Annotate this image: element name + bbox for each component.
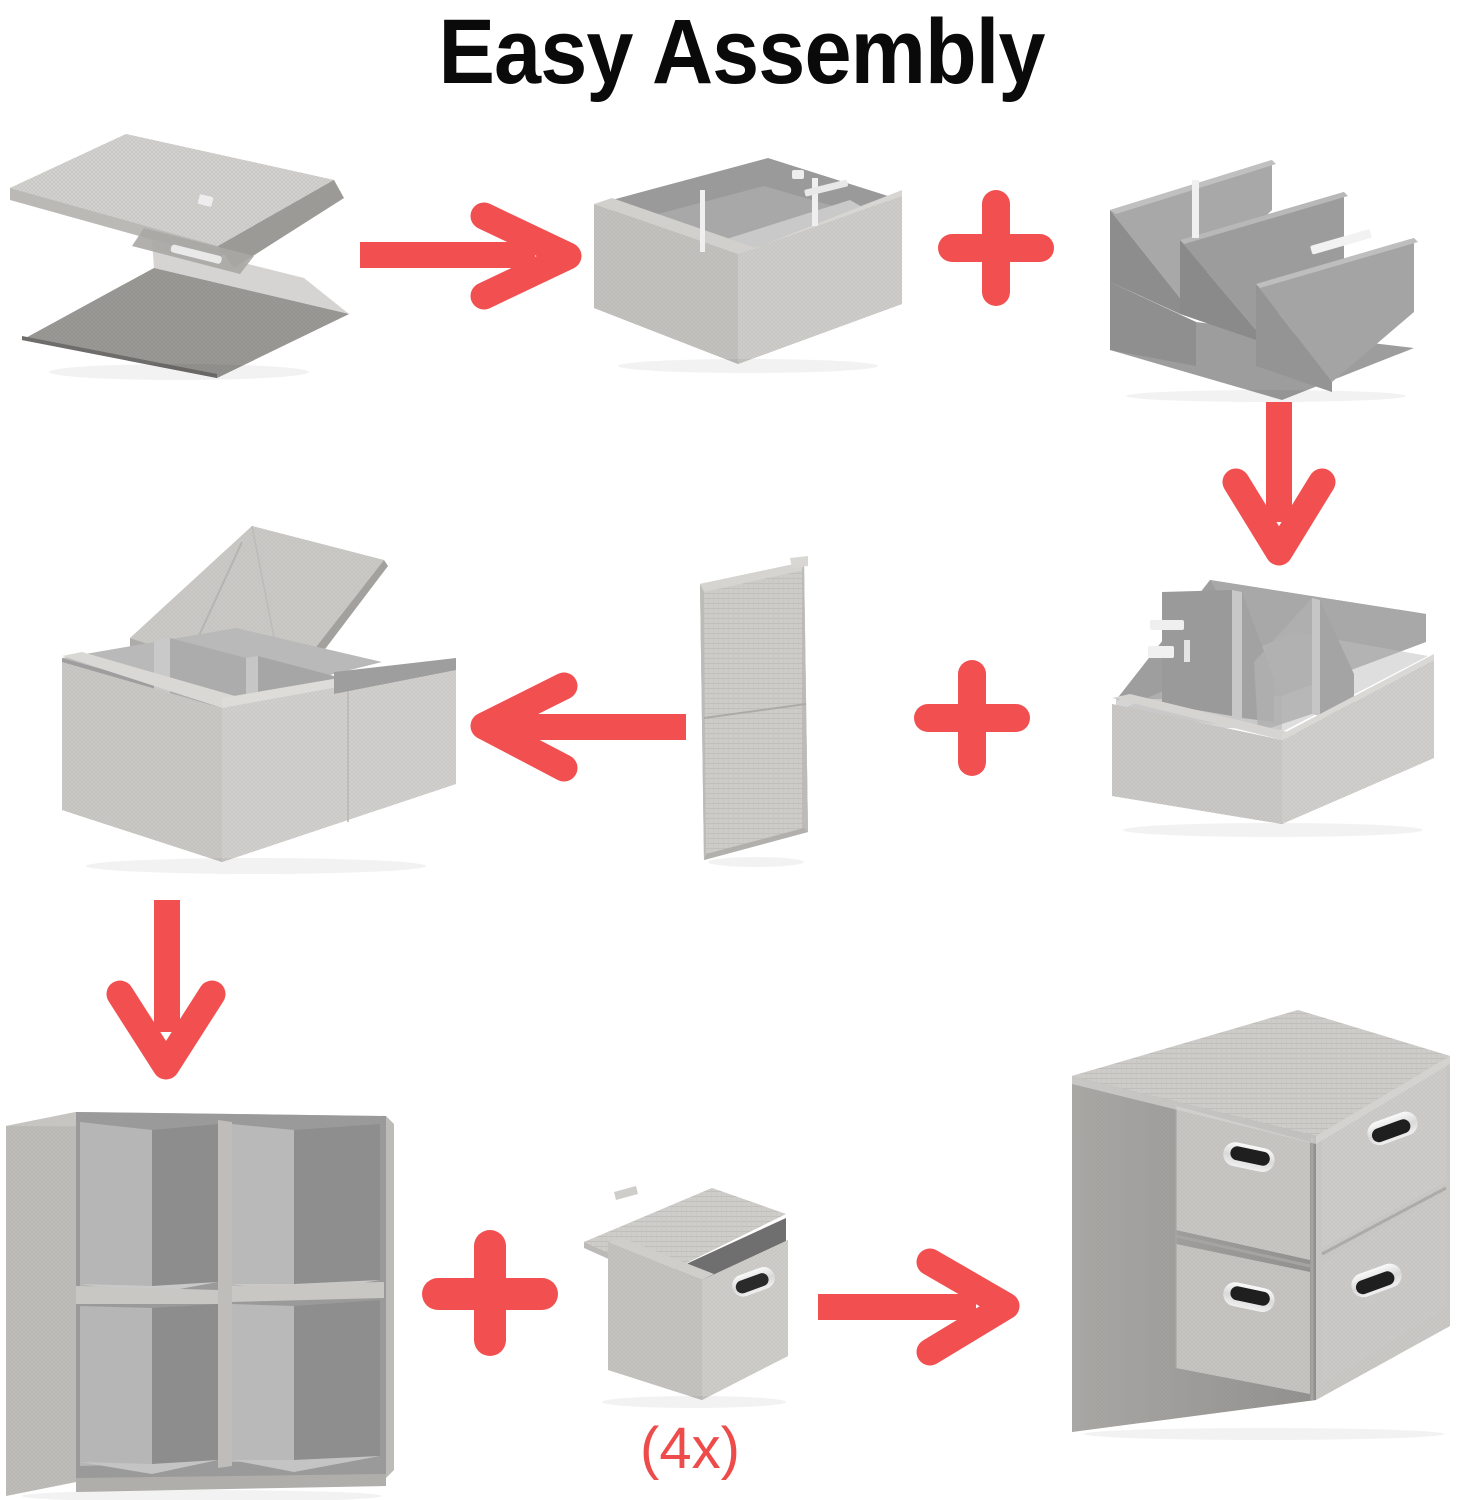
arrow-down-icon: [94, 896, 244, 1086]
arrow-right-icon: [356, 196, 596, 316]
bin-handle-icon: [1223, 1142, 1275, 1173]
step-box-with-open-lid: [36, 516, 466, 886]
velcro-strip: [170, 244, 222, 264]
arrow-left-icon: [466, 664, 690, 790]
step-assembled-open-box: [588, 152, 908, 380]
step-box-with-dividers: [1098, 562, 1446, 854]
velcro-strip: [1184, 640, 1190, 662]
step-divider-panel-insert: [1096, 152, 1426, 402]
velcro-strip: [1192, 180, 1199, 238]
page-title: Easy Assembly: [438, 1, 1046, 103]
step-final-assembled-unit: [1054, 996, 1462, 1440]
step-four-cube-frame: [2, 1094, 414, 1500]
step-storage-bin-with-lid: [574, 1184, 802, 1410]
velcro-tab: [1148, 646, 1174, 658]
plus-icon: [906, 652, 1038, 784]
bin-handle-icon: [1351, 1263, 1402, 1298]
plus-icon: [930, 182, 1062, 314]
bin-quantity-label: (4x): [640, 1416, 740, 1481]
bin-handle-icon: [732, 1267, 775, 1297]
bin-handle-icon: [1367, 1111, 1418, 1146]
velcro-strip: [804, 179, 848, 197]
step-flat-shelf-panel: [686, 556, 826, 868]
step-folded-fabric-panels: [4, 128, 354, 380]
arrow-right-icon: [814, 1244, 1030, 1374]
velcro-strip: [1310, 229, 1372, 255]
velcro-tab: [792, 170, 804, 179]
velcro-strip: [812, 178, 818, 226]
bin-handle-icon: [1223, 1282, 1275, 1313]
velcro-tab: [198, 194, 214, 207]
plus-icon: [414, 1226, 566, 1378]
velcro-strip: [1150, 620, 1184, 630]
velcro-strip: [700, 190, 705, 252]
arrow-down-icon: [1206, 396, 1356, 572]
